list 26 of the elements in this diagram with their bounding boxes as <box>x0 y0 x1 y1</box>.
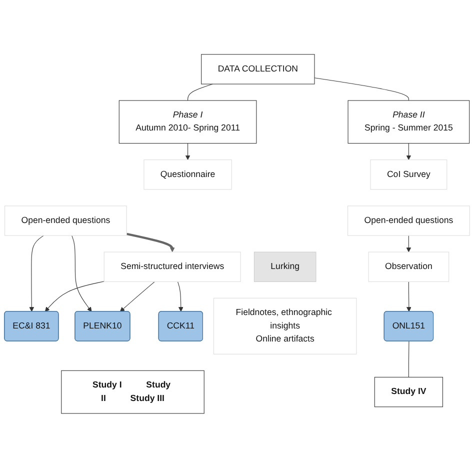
arrow <box>406 143 412 160</box>
node-box: Observation <box>368 252 450 282</box>
node-box: Questionnaire <box>144 160 232 190</box>
connector <box>188 84 214 101</box>
arrow <box>177 281 184 312</box>
node-box: Study IV <box>374 377 443 408</box>
node-box: DATA COLLECTION <box>201 54 315 84</box>
node-box: Open-ended questions <box>4 206 127 236</box>
node-box: Phase I Autumn 2010- Spring 2011 <box>118 100 257 144</box>
connector <box>314 78 409 101</box>
arrow <box>126 232 175 252</box>
node-box: Phase II Spring - Summer 2015 <box>348 100 470 144</box>
node-box: Study I Study II Study III <box>61 370 204 414</box>
node-box: CoI Survey <box>370 160 448 190</box>
arrow <box>72 235 92 312</box>
arrow <box>29 235 44 312</box>
arrow <box>185 143 190 160</box>
connector <box>408 341 410 378</box>
node-box: Semi-structured interviews <box>104 252 241 282</box>
node-box: Lurking <box>254 252 316 282</box>
arrow <box>406 235 412 252</box>
arrow <box>406 281 412 312</box>
arrow <box>44 281 104 312</box>
node-box: Open-ended questions <box>348 206 470 236</box>
node-box: Fieldnotes, ethnographic insights Online artifacts <box>213 298 357 354</box>
arrow <box>120 281 155 312</box>
